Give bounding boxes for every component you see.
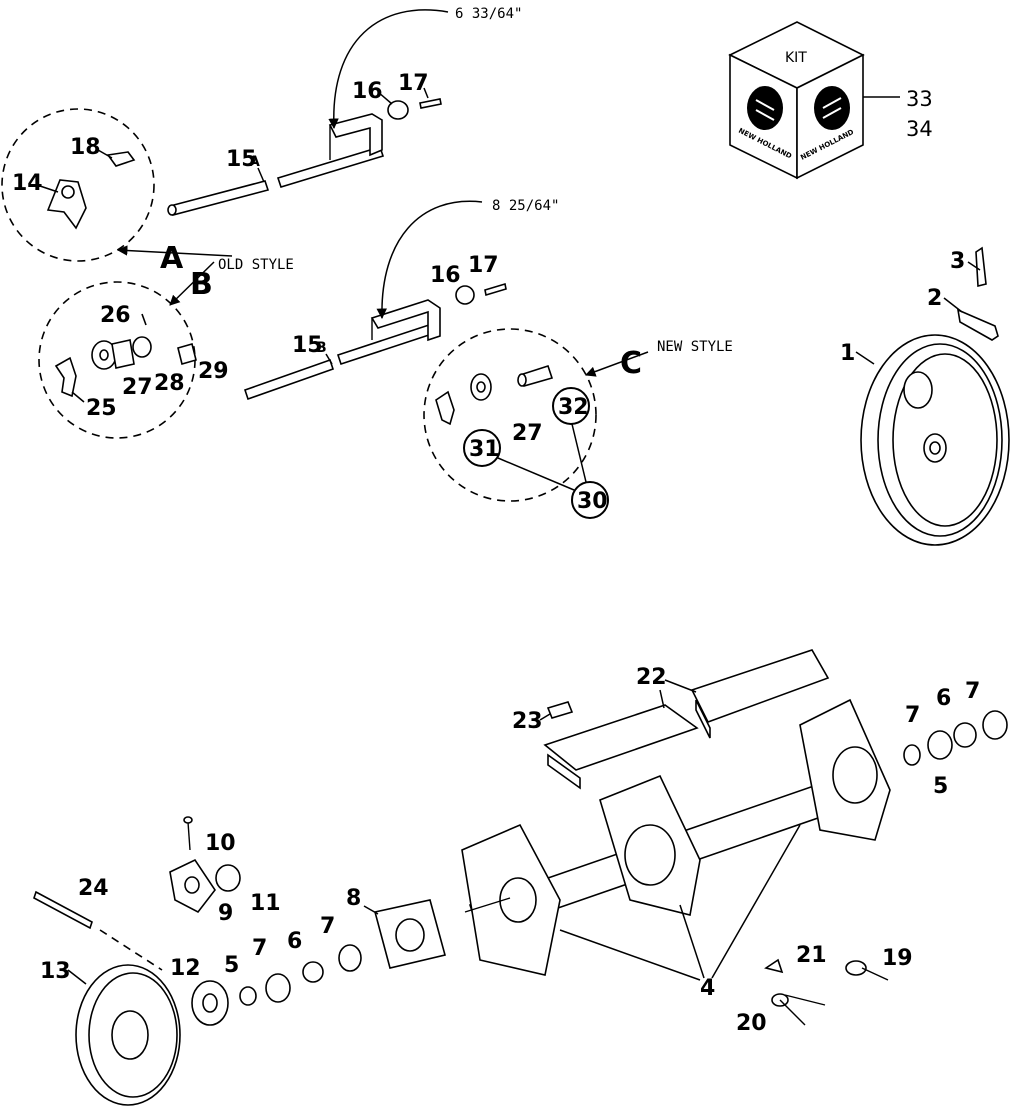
dim-note-b: 8 25/64" <box>492 198 559 214</box>
label-8: 8 <box>346 886 361 911</box>
callout-b: B <box>190 267 213 302</box>
label-17b: 17 <box>468 253 499 278</box>
label-29: 29 <box>198 359 229 384</box>
shaft-15b-assembly <box>243 200 507 401</box>
label-6b: 6 <box>287 929 302 954</box>
label-27a: 27 <box>122 375 153 400</box>
label-31: 31 <box>469 437 500 462</box>
label-21: 21 <box>796 943 827 968</box>
label-6a: 6 <box>936 686 951 711</box>
label-10: 10 <box>205 831 236 856</box>
label-5a: 5 <box>933 774 948 799</box>
label-26: 26 <box>100 303 131 328</box>
kit-box: NEW HOLLAND NEW HOLLAND <box>728 21 900 180</box>
label-20: 20 <box>736 1011 767 1036</box>
new-style-label: NEW STYLE <box>657 339 733 355</box>
label-27b: 27 <box>512 421 543 446</box>
label-4: 4 <box>700 976 715 1001</box>
label-28: 28 <box>154 371 185 396</box>
label-16b: 16 <box>430 263 461 288</box>
callout-a: A <box>160 241 184 276</box>
label-16a: 16 <box>352 79 383 104</box>
label-5b: 5 <box>224 953 239 978</box>
label-1: 1 <box>840 341 855 366</box>
label-19: 19 <box>882 946 913 971</box>
bearing-right <box>903 710 1008 766</box>
dim-note-a: 6 33/64" <box>455 6 522 22</box>
new-holland-logo-right <box>814 86 850 130</box>
label-7d: 7 <box>320 914 335 939</box>
label-13: 13 <box>40 959 71 984</box>
label-30: 30 <box>577 489 608 514</box>
pulley-1 <box>860 246 1010 546</box>
pulley-13 <box>75 964 181 1106</box>
label-24: 24 <box>78 876 109 901</box>
label-9: 9 <box>218 901 233 926</box>
new-holland-logo-left <box>747 86 783 130</box>
callout-c: C <box>620 346 642 381</box>
label-17a: 17 <box>398 71 429 96</box>
detail-circle-b <box>38 281 197 439</box>
label-7c: 7 <box>252 936 267 961</box>
springs-19-20-21 <box>764 958 889 1026</box>
label-25: 25 <box>86 396 117 421</box>
label-15a-suffix: A <box>249 154 260 170</box>
bearing-left <box>191 944 362 1026</box>
label-22: 22 <box>636 665 667 690</box>
kit-number-33: 33 <box>906 87 933 111</box>
kit-number-34: 34 <box>906 117 933 141</box>
parts-9-10-11 <box>169 816 241 914</box>
kit-title: KIT <box>785 50 807 66</box>
detail-circle-c <box>423 328 597 502</box>
label-3: 3 <box>950 249 965 274</box>
label-14: 14 <box>12 171 43 196</box>
rotor-4 <box>461 698 891 976</box>
label-7b: 7 <box>965 679 980 704</box>
belt-24 <box>33 890 163 971</box>
label-7a: 7 <box>905 703 920 728</box>
shaft-15a-assembly <box>167 9 449 216</box>
label-15a: 15 <box>226 147 257 172</box>
flange-8 <box>374 899 446 969</box>
label-15b: 15 <box>292 333 323 358</box>
detail-circle-a <box>1 108 155 262</box>
label-11: 11 <box>250 891 281 916</box>
guard-plates-22 <box>543 649 830 790</box>
label-18: 18 <box>70 135 101 160</box>
label-32: 32 <box>558 395 589 420</box>
label-15b-suffix: B <box>316 340 327 356</box>
old-style-label: OLD STYLE <box>218 257 294 273</box>
label-23: 23 <box>512 709 543 734</box>
label-12: 12 <box>170 956 201 981</box>
label-2: 2 <box>927 286 942 311</box>
